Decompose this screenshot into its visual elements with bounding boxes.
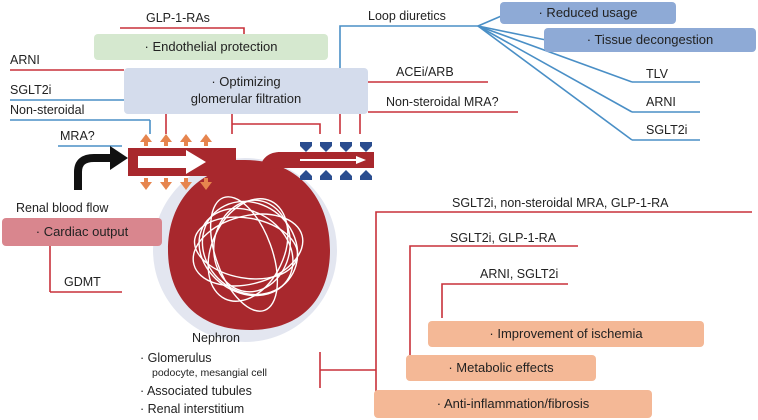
anti-inflammation-box: · Anti-inflammation/fibrosis <box>374 390 652 418</box>
therapy-line3-label: ARNI, SGLT2i <box>480 267 559 281</box>
glomerulus-item: · Glomerulus <box>140 351 212 365</box>
loop-to-decongestion <box>477 25 547 41</box>
glomerulus-subitem: podocyte, mesangial cell <box>152 367 267 380</box>
anti-inflammation-label: · Anti-inflammation/fibrosis <box>436 395 590 411</box>
reduced-usage-box: · Reduced usage <box>500 2 676 24</box>
line1-connector <box>375 211 752 398</box>
efferent-flow-head <box>356 156 366 164</box>
red-connectors <box>10 27 752 398</box>
nephron-label: Nephron <box>192 331 240 345</box>
sglt2i-left-label: SGLT2i <box>10 83 52 97</box>
cardiac-output-box: · Cardiac output <box>2 218 162 246</box>
loop-to-sglt2i <box>477 25 633 141</box>
tlv-label: TLV <box>646 67 668 81</box>
tissue-decongestion-box: · Tissue decongestion <box>544 28 756 52</box>
tubules-item: · Associated tubules <box>140 383 252 398</box>
renal-flow-arrow-head <box>110 146 128 170</box>
ischemia-box: · Improvement of ischemia <box>428 321 704 347</box>
loop-diuretics-label: Loop diuretics <box>368 9 446 23</box>
glp1-ras-label: GLP-1-RAs <box>146 11 210 25</box>
arni-left-label: ARNI <box>10 53 40 67</box>
reduced-usage-label: · Reduced usage <box>538 4 638 20</box>
line3-connector <box>441 283 568 318</box>
afferent-flow-arrow <box>138 150 206 174</box>
glomerulus-body <box>168 160 330 330</box>
endothelial-protection-box: · Endothelial protection <box>94 34 328 60</box>
optimizing-filtration-label: · Optimizing glomerular filtration <box>190 74 302 106</box>
line2-connector <box>409 245 578 355</box>
efferent-junction <box>262 152 280 174</box>
interstitium-item: · Renal interstitium <box>140 401 245 416</box>
renal-blood-flow-label: Renal blood flow <box>16 201 109 215</box>
acei-arb-label: ACEi/ARB <box>396 65 454 79</box>
arni-right-label: ARNI <box>646 95 676 109</box>
ns-mra-question-label: Non-steroidal MRA? <box>386 95 499 109</box>
metabolic-effects-label: · Metabolic effects <box>448 359 554 375</box>
afferent-dilation-arrows <box>140 134 212 190</box>
non-steroidal-label: Non-steroidal <box>10 103 85 117</box>
mra-question-label: MRA? <box>60 129 95 143</box>
nephron-components-list: · Glomerulus podocyte, mesangial cell · … <box>140 349 267 418</box>
ischemia-label: · Improvement of ischemia <box>489 325 643 341</box>
sglt2i-right-label: SGLT2i <box>646 123 688 137</box>
endothelial-protection-label: · Endothelial protection <box>144 38 278 54</box>
tissue-decongestion-label: · Tissue decongestion <box>586 31 714 47</box>
therapy-line2-label: SGLT2i, GLP-1-RA <box>450 231 557 245</box>
optimizing-filtration-box: · Optimizing glomerular filtration <box>124 68 368 114</box>
renal-flow-arrow-shaft <box>74 154 112 190</box>
capillary-tuft <box>192 196 304 312</box>
loop-to-tlv <box>477 25 633 83</box>
loop-to-arni <box>477 25 633 113</box>
filtration-right-line <box>232 123 321 134</box>
metabolic-effects-box: · Metabolic effects <box>406 355 596 381</box>
cardiac-output-label: · Cardiac output <box>35 223 129 239</box>
efferent-constriction-arrows <box>300 142 372 180</box>
therapy-line1-label: SGLT2i, non-steroidal MRA, GLP-1-RA <box>452 196 669 210</box>
gdmt-label: GDMT <box>64 275 101 289</box>
